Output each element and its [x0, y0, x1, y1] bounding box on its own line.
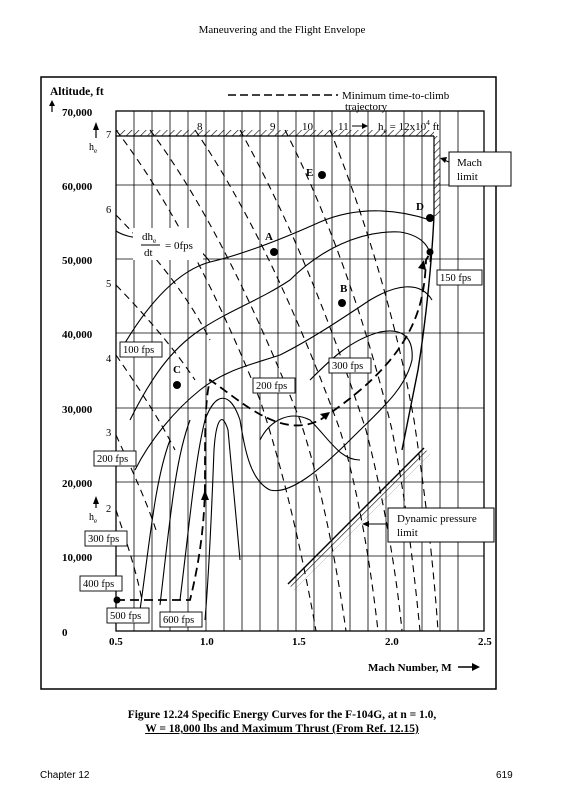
x-axis-ticks: 0.5 1.0 1.5 2.0 2.5 [109, 636, 492, 648]
y-axis-title: Altitude, ft [50, 86, 104, 98]
he-axis-label-lower: he [89, 496, 99, 525]
top-he-arrow [352, 123, 368, 129]
svg-text:he: he [89, 512, 97, 525]
dynamic-pressure-limit-hatch [288, 448, 430, 590]
he-tick: 2 [106, 504, 111, 515]
caption-line-2: W = 18,000 lbs and Maximum Thrust (From … [145, 723, 419, 735]
he-tick: 6 [106, 205, 111, 216]
he-scale: 7 6 5 4 3 2 [106, 130, 112, 515]
x-tick: 0.5 [109, 636, 123, 648]
dynamic-pressure-label: Dynamic pressure [397, 513, 477, 525]
vertical-gridlines [133, 111, 459, 631]
caption-line-1: Figure 12.24 Specific Energy Curves for … [127, 709, 437, 721]
y-tick: 30,000 [62, 404, 93, 416]
top-he-tick: 8 [197, 121, 203, 133]
point-c-marker [173, 381, 181, 389]
energy-height-curves [115, 129, 439, 632]
top-he-tick: 9 [270, 121, 276, 133]
energy-label-300: 300 fps [332, 361, 363, 372]
figure-caption: Figure 12.24 Specific Energy Curves for … [40, 708, 524, 736]
point-b-marker [338, 299, 346, 307]
trajectory-legend-label: Minimum time-to-climb [342, 90, 450, 102]
he-label: h [89, 142, 94, 153]
he-label: h [89, 512, 94, 523]
dhe-dt-box [133, 228, 203, 260]
he-sub: e [94, 147, 97, 155]
y-tick: 60,000 [62, 181, 93, 193]
y-tick: 0 [62, 627, 68, 639]
top-he-equation: he = 12x104 ft [378, 118, 439, 135]
dhe-numerator: dhe [142, 231, 157, 245]
svg-text:he: he [89, 142, 97, 155]
point-b-label: B [340, 283, 348, 295]
energy-label-400: 400 fps [83, 579, 114, 590]
y-axis-arrow [49, 100, 55, 112]
dynamic-pressure-pointer [362, 521, 388, 527]
altitude-ceiling-hatch [116, 130, 434, 136]
he-tick: 3 [106, 428, 111, 439]
energy-label-150: 150 fps [440, 273, 471, 284]
point-e-label: E [306, 167, 313, 179]
x-tick: 1.0 [200, 636, 214, 648]
footer-page-number: 619 [496, 770, 513, 781]
y-tick: 20,000 [62, 478, 93, 490]
point-c-label: C [173, 364, 181, 376]
footer-chapter: Chapter 12 [40, 770, 90, 781]
energy-label-200-low: 200 fps [97, 454, 128, 465]
x-tick: 2.5 [478, 636, 492, 648]
he-tick: 4 [106, 354, 112, 365]
labeled-points: A B C D E [113, 167, 434, 604]
dhe-equals: = 0fps [165, 240, 193, 252]
energy-label-300-low: 300 fps [88, 534, 119, 545]
point-d-marker [426, 214, 434, 222]
top-he-tick: 11 [338, 121, 349, 133]
x-axis-arrow [458, 663, 480, 671]
y-tick: 40,000 [62, 329, 93, 341]
he-tick: 7 [106, 130, 111, 141]
trajectory-arrows [201, 260, 426, 500]
page-header: Maneuvering and the Flight Envelope [198, 24, 366, 36]
mach-limit-box [448, 151, 512, 187]
mach-limit-hatch [434, 136, 440, 216]
point-a-marker [270, 248, 278, 256]
point-low-marker [113, 596, 121, 604]
energy-label-200: 200 fps [256, 381, 287, 392]
energy-label-600: 600 fps [163, 615, 194, 626]
figure-frame [40, 76, 497, 690]
he-tick: 5 [106, 279, 111, 290]
y-tick: 50,000 [62, 255, 93, 267]
point-d-label: D [416, 201, 424, 213]
mach-limit-label: Mach [457, 157, 483, 169]
x-tick: 2.0 [385, 636, 399, 648]
min-time-to-climb-trajectory [116, 249, 433, 601]
he-axis-label-upper: he [89, 122, 99, 155]
trajectory-legend-label-2: trajectory [345, 101, 388, 113]
point-150-marker [426, 248, 434, 256]
he-sub: e [94, 517, 97, 525]
x-axis-title: Mach Number, M [368, 662, 452, 674]
dynamic-pressure-box [387, 507, 495, 543]
y-tick: 10,000 [62, 552, 93, 564]
energy-chart: Altitude, ft 70,000 60,000 50,000 40,000… [40, 76, 512, 690]
point-a-label: A [265, 231, 273, 243]
specific-energy-contours [115, 210, 433, 621]
energy-label-500: 500 fps [110, 611, 141, 622]
y-axis-ticks: 70,000 60,000 50,000 40,000 30,000 20,00… [62, 107, 93, 639]
dynamic-pressure-label-2: limit [397, 527, 418, 539]
point-e-marker [318, 171, 326, 179]
y-tick: 70,000 [62, 107, 93, 119]
energy-rate-labels: 100 fps 200 fps 300 fps 150 fps 200 fps … [79, 269, 483, 628]
mach-limit-label-2: limit [457, 171, 478, 183]
top-he-tick: 10 [302, 121, 314, 133]
top-he-values: 8 9 10 11 [197, 121, 349, 133]
energy-label-100: 100 fps [123, 345, 154, 356]
dhe-denominator: dt [144, 247, 153, 259]
mach-limit-pointer [440, 157, 450, 163]
x-tick: 1.5 [292, 636, 306, 648]
plot-area [115, 110, 485, 632]
